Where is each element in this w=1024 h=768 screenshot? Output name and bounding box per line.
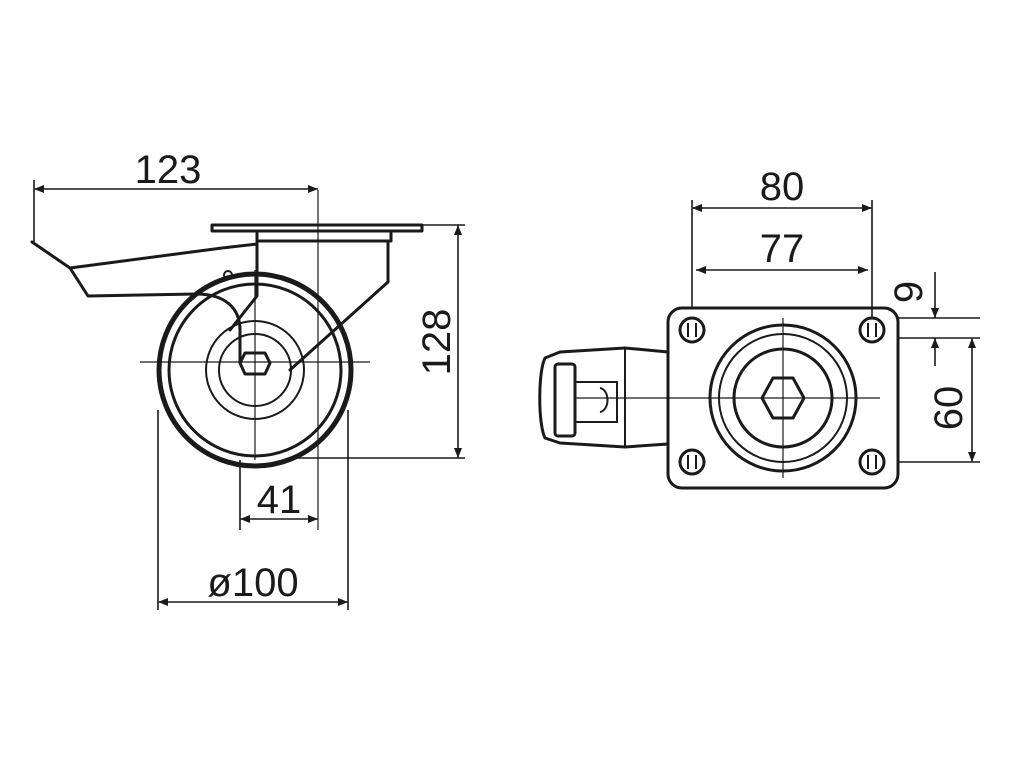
bolt-hole-bottom-left-icon — [678, 448, 706, 476]
dimension-label-9: 9 — [887, 281, 931, 303]
bolt-hole-bottom-right-icon — [858, 448, 886, 476]
fork — [228, 239, 390, 372]
dimension-label-123: 123 — [135, 148, 202, 192]
dimension-label-diameter: ø100 — [207, 561, 298, 605]
dimension-label-128: 128 — [415, 309, 459, 376]
brake-pivot-icon — [223, 270, 233, 280]
side-view: 123 128 41 ø100 — [30, 148, 465, 610]
brake-lever — [30, 240, 259, 364]
dimension-label-60: 60 — [927, 386, 971, 431]
bolt-hole-top-right-icon — [858, 316, 886, 344]
dimension-label-41: 41 — [257, 478, 302, 522]
dimension-label-80: 80 — [760, 165, 805, 209]
swivel-housing — [255, 229, 393, 243]
bolt-hole-top-left-icon — [678, 316, 706, 344]
top-view: 80 77 9 60 — [538, 165, 980, 490]
dimension-label-77: 77 — [760, 227, 805, 271]
brake-top-view — [538, 346, 670, 449]
